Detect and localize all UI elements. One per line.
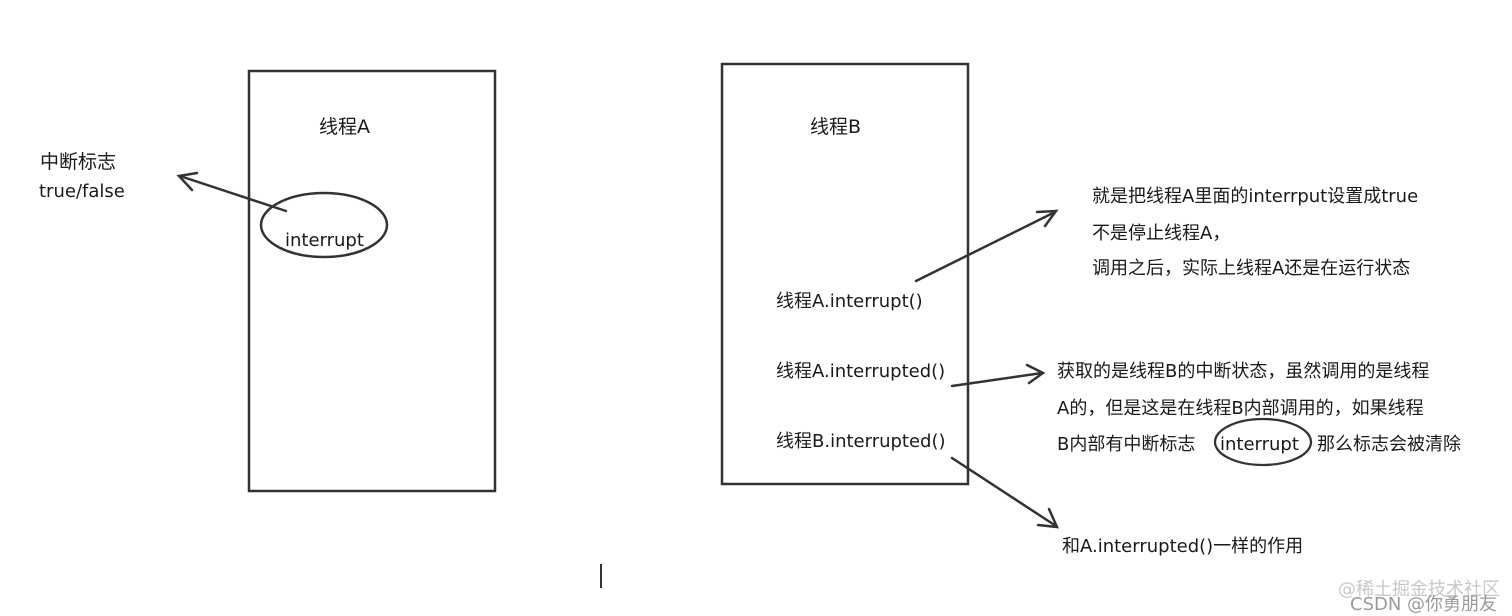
call-a-interrupted: 线程A.interrupted() <box>776 361 946 382</box>
interrupt-ellipse-label: interrupt <box>285 230 364 251</box>
b-interrupted-note: 和A.interrupted()一样的作用 <box>1062 536 1304 557</box>
thread-b-title: 线程B <box>810 116 862 138</box>
thread-a-title: 线程A <box>319 116 370 138</box>
interrupt-flag-values: true/false <box>39 181 125 202</box>
arrow-interrupt-call <box>914 209 1059 283</box>
circled-interrupt-label: interrupt <box>1220 434 1299 455</box>
thread-b-box <box>720 62 970 486</box>
interrupted-note-line2: A的，但是这是在线程B内部调用的，如果线程 <box>1057 398 1424 419</box>
arrow-interrupt-to-flag <box>176 171 288 213</box>
interrupt-note-line3: 调用之后，实际上线程A还是在运行状态 <box>1092 258 1411 279</box>
interrupted-note-line1: 获取的是线程B的中断状态，虽然调用的是线程 <box>1057 361 1430 382</box>
arrow-interrupted-call <box>950 363 1046 388</box>
call-b-interrupted: 线程B.interrupted() <box>776 431 946 452</box>
call-a-interrupt: 线程A.interrupt() <box>776 291 923 312</box>
interrupted-note-line3-end: 那么标志会被清除 <box>1317 434 1461 455</box>
interrupted-note-line3-start: B内部有中断标志 <box>1057 434 1196 455</box>
interrupt-flag-label: 中断标志 <box>40 151 117 173</box>
watermark-csdn: CSDN @你勇朋友 <box>1350 594 1498 615</box>
thread-a-box <box>247 69 497 493</box>
watermark-juejin: @稀土掘金技术社区 <box>1338 579 1500 600</box>
interrupt-ellipse <box>259 191 389 259</box>
arrow-b-interrupted-call <box>950 456 1060 529</box>
interrupt-note-line2: 不是停止线程A， <box>1092 223 1231 244</box>
circled-interrupt-ellipse <box>1213 417 1313 467</box>
interrupt-note-line1: 就是把线程A里面的interrput设置成true <box>1092 186 1419 207</box>
